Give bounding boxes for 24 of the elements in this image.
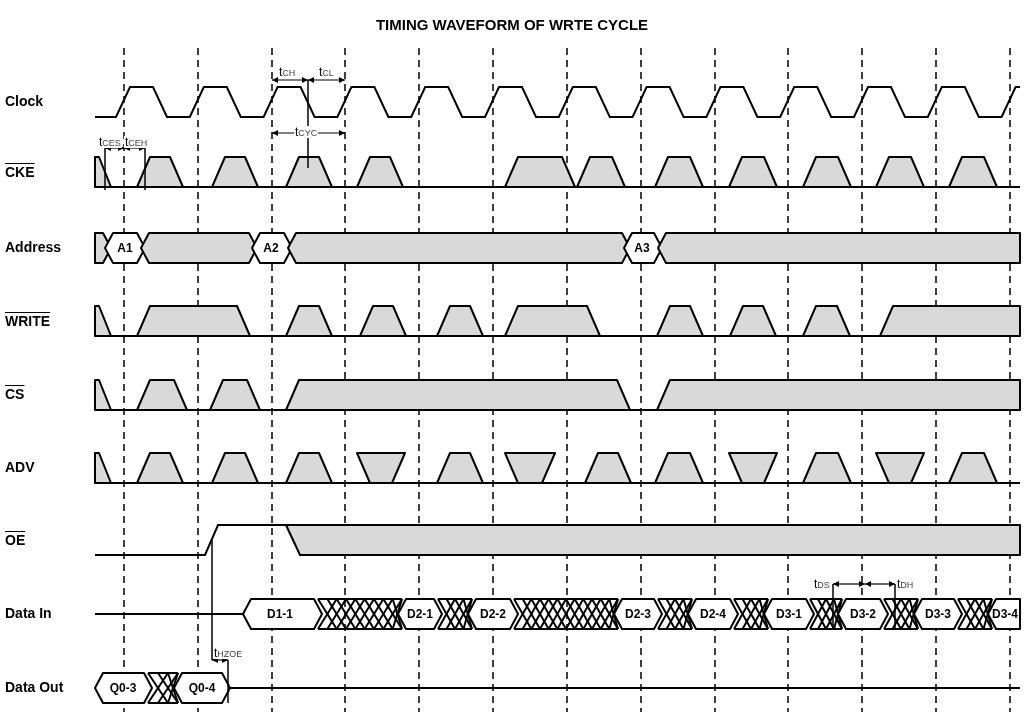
signal-name: WRITE: [5, 314, 51, 328]
signal-name: Data In: [5, 606, 52, 620]
signal-name: ADV: [5, 460, 35, 474]
signal-name: CS: [5, 387, 25, 401]
bus-value: A1: [117, 242, 133, 254]
diagram-title: TIMING WAVEFORM OF WRTE CYCLE: [374, 16, 650, 33]
bus-value: D3-2: [850, 608, 876, 620]
bus-value: Q0-4: [188, 682, 216, 694]
bus-value: A3: [634, 242, 650, 254]
bus-value: D2-1: [407, 608, 433, 620]
bus-value: D1-1: [267, 608, 293, 620]
bus-value: Q0-3: [109, 682, 137, 694]
bus-value: D2-2: [480, 608, 506, 620]
bus-value: A2: [263, 242, 279, 254]
signal-name: OE: [5, 533, 26, 547]
bus-value: D2-3: [625, 608, 651, 620]
signal-name: Data Out: [5, 680, 64, 694]
signal-name: Clock: [5, 94, 44, 108]
signal-name: Address: [5, 240, 62, 254]
bus-value: D3-4: [992, 608, 1018, 620]
bus-value: D2-4: [700, 608, 726, 620]
bus-value: D3-3: [925, 608, 951, 620]
bus-value: D3-1: [776, 608, 802, 620]
signal-name: CKE: [5, 165, 35, 179]
